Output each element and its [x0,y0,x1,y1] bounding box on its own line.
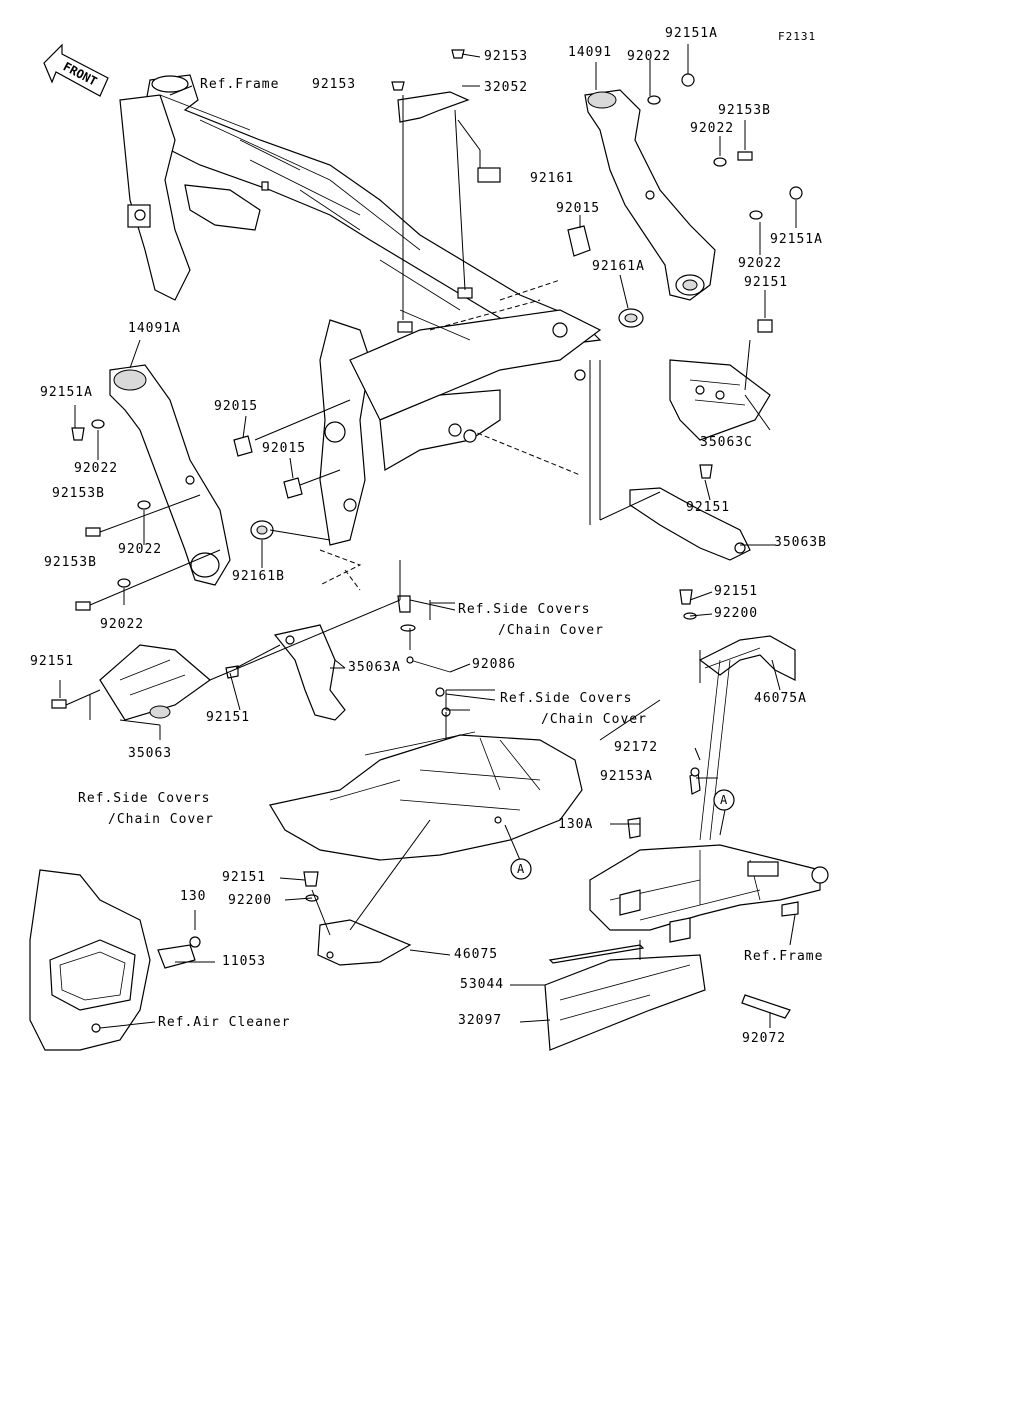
callout-92151-far-left: 92151 [30,654,75,669]
callout-92151-bottom: 92151 [222,870,267,885]
callout-92022-l3: 92022 [100,617,145,632]
callout-92022-r3: 92022 [738,256,783,271]
bracket-46075 [303,871,412,966]
callout-92022-top: 92022 [627,49,672,64]
cowl-46075A [698,635,796,681]
callout-92161: 92161 [530,171,575,186]
callout-92151-rt: 92151 [714,584,759,599]
callout-32052: 32052 [484,80,529,95]
callout-92022-l1: 92022 [74,461,119,476]
callout-92200-rt: 92200 [714,606,759,621]
callout-35063B: 35063B [774,535,827,550]
callout-14091A: 14091A [128,321,181,336]
callout-14091: 14091 [568,45,613,60]
guide-lines [319,279,581,591]
callout-92151A-l: 92151A [40,385,93,400]
callout-ref-side-covers-1b: /Chain Cover [498,623,604,638]
bar-35063B [629,464,751,561]
marker-a-label-left: A [517,862,525,876]
callout-92153A: 92153A [600,769,653,784]
strap-92072 [741,994,791,1019]
callout-35063C: 35063C [700,435,753,450]
callout-ref-side-covers-3b: /Chain Cover [108,812,214,827]
callout-92015-l2: 92015 [262,441,307,456]
callout-92022-r2: 92022 [690,121,735,136]
callout-ref-side-covers-1a: Ref.Side Covers [458,602,591,617]
callout-11053: 11053 [222,954,267,969]
leader-lines [59,44,797,1029]
callout-92015-r: 92015 [556,201,601,216]
air-cleaner-housing [29,869,201,1051]
marker-a-label-right: A [720,793,728,807]
callout-ref-side-covers-2b: /Chain Cover [541,712,647,727]
rear-subframe [589,659,829,943]
callout-92153B-l2: 92153B [44,555,97,570]
callout-92151-r: 92151 [744,275,789,290]
callout-32097: 32097 [458,1013,503,1028]
callout-92153B-l1: 92153B [52,486,105,501]
callout-35063A: 35063A [348,660,401,675]
plate-35063C [669,359,771,441]
callout-92015-l1: 92015 [214,399,259,414]
callout-92151A-r: 92151A [770,232,823,247]
callout-92153B-top: 92153B [718,103,771,118]
callout-53044: 53044 [460,977,505,992]
tray-32097 [544,944,706,1051]
front-arrow-icon: FRONT [43,43,109,97]
callout-ref-frame-top: Ref.Frame [200,77,280,92]
callout-92161A: 92161A [592,259,645,274]
hardware-top [391,49,803,333]
callout-ref-side-covers-2a: Ref.Side Covers [500,691,633,706]
callout-130: 130 [180,889,207,904]
callout-ref-air-cleaner: Ref.Air Cleaner [158,1015,291,1030]
callout-ref-side-covers-3a: Ref.Side Covers [78,791,211,806]
callout-46075A: 46075A [754,691,807,706]
callout-92200-bottom: 92200 [228,893,273,908]
callout-92172: 92172 [614,740,659,755]
callout-92153-top: 92153 [484,49,529,64]
main-frame [119,74,602,546]
callout-92086: 92086 [472,657,517,672]
callout-35063: 35063 [128,746,173,761]
callout-46075: 46075 [454,947,499,962]
callout-92151A-top: 92151A [665,26,718,41]
callout-92153-left: 92153 [312,77,357,92]
callout-ref-frame-bottom: Ref.Frame [744,949,824,964]
callout-92161B: 92161B [232,569,285,584]
bracket-35063A [225,624,346,721]
callout-92072: 92072 [742,1031,787,1046]
bracket-14091 [584,89,716,301]
callout-92151-mid: 92151 [686,500,731,515]
callout-130A: 130A [558,817,594,832]
hardware-left [75,435,303,611]
callout-92151-left-bottom: 92151 [206,710,251,725]
tail-cover [269,731,583,861]
bracket-14091A [71,364,231,586]
callout-brackets [334,602,495,711]
figure-code: F2131 [778,30,817,43]
marker-a-circles [510,789,735,880]
plate-35063 [51,644,211,721]
callout-92022-l2: 92022 [118,542,163,557]
